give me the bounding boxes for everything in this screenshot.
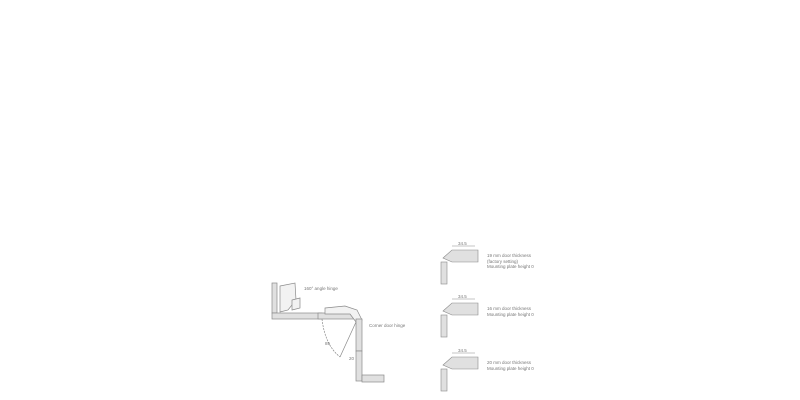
detail-2-dimension: 34.5 [458, 294, 467, 299]
detail-drawings [440, 245, 479, 392]
caption-line: Mounting plate height 0 [487, 365, 534, 371]
caption-line: Mounting plate height 0 [487, 311, 534, 317]
angle-hinge-label: 160° angle hinge [304, 286, 338, 291]
detail-3-dimension: 34.5 [458, 348, 467, 353]
detail-1-caption: 19 mm door thickness (factory setting) M… [487, 253, 534, 270]
detail-1-dimension: 34.5 [458, 241, 467, 246]
angle-value-2: 20 [349, 356, 355, 361]
angle-hinge-drawing [271, 282, 323, 320]
corner-hinge-label: Corner door hinge [369, 323, 406, 328]
angle-value: 85 [325, 341, 331, 346]
caption-line: (factory setting) [487, 258, 519, 264]
caption-line: 19 mm door thickness [487, 253, 532, 258]
caption-line: 20 mm door thickness [487, 360, 532, 365]
caption-line: Mounting plate height 0 [487, 264, 534, 269]
corner-hinge-drawing [317, 305, 385, 383]
caption-line: 16 mm door thickness [487, 306, 532, 311]
detail-2-caption: 16 mm door thickness Mounting plate heig… [487, 306, 534, 317]
detail-3-caption: 20 mm door thickness Mounting plate heig… [487, 360, 534, 371]
